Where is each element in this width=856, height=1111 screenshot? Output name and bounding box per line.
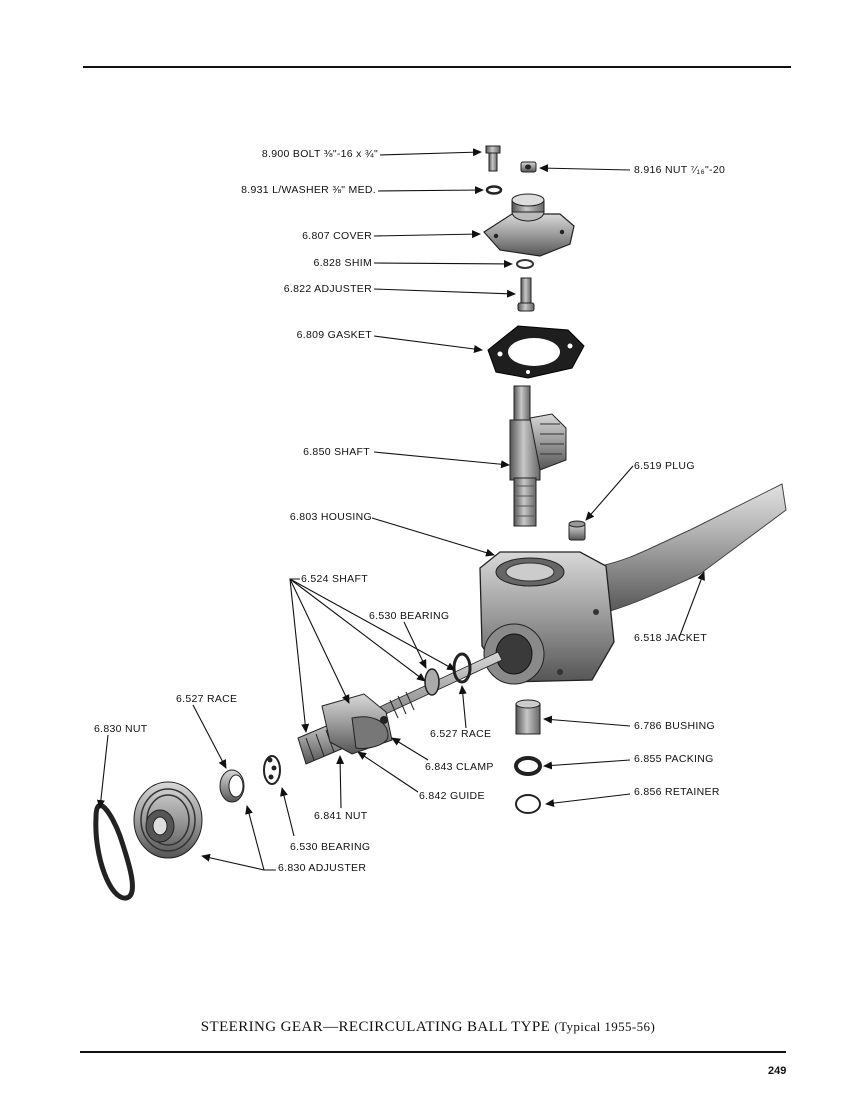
label-bushing: 6.786 BUSHING	[634, 720, 715, 732]
caption-title: STEERING GEAR—RECIRCULATING BALL TYPE	[200, 1019, 551, 1035]
caption-subtitle: (Typical 1955-56)	[554, 1019, 656, 1034]
worm-adjuster-part	[133, 781, 203, 859]
upper-bearing-part	[424, 668, 440, 696]
label-shaft-850: 6.850 SHAFT	[303, 446, 370, 458]
label-shaft-524: 6.524 SHAFT	[301, 573, 368, 585]
label-adjuster-822: 6.822 ADJUSTER	[283, 283, 372, 295]
label-bearing-lower: 6.530 BEARING	[290, 841, 371, 853]
label-lock-washer: 8.931 L/WASHER ⅜" MED.	[241, 184, 376, 196]
left-race-part	[219, 769, 245, 803]
label-shim: 6.828 SHIM	[313, 257, 372, 269]
bolt-part	[485, 145, 501, 172]
label-adjuster-830: 6.830 ADJUSTER	[278, 862, 367, 874]
lock-washer-part	[485, 185, 503, 195]
label-plug: 6.519 PLUG	[634, 460, 695, 472]
top-rule	[83, 66, 791, 68]
label-housing: 6.803 HOUSING	[289, 511, 372, 523]
label-nut-830: 6.830 NUT	[94, 723, 148, 735]
housing-part	[479, 551, 615, 685]
nut-916-part	[520, 161, 537, 173]
label-bearing-upper: 6.530 BEARING	[369, 610, 450, 622]
cover-part	[483, 193, 575, 257]
lock-nut-part	[93, 802, 135, 901]
figure-caption: STEERING GEAR—RECIRCULATING BALL TYPE (T…	[0, 1019, 856, 1036]
shim-part	[516, 259, 534, 269]
label-cover: 6.807 COVER	[302, 230, 372, 242]
label-packing: 6.855 PACKING	[634, 753, 714, 765]
gasket-part	[487, 325, 585, 379]
jacket-part	[599, 483, 787, 615]
label-jacket: 6.518 JACKET	[634, 632, 708, 644]
bottom-rule	[80, 1051, 786, 1053]
label-gasket: 6.809 GASKET	[296, 329, 372, 341]
label-nut-916: 8.916 NUT ⁷⁄₁₆"-20	[634, 164, 726, 176]
leader-lines	[96, 148, 705, 871]
label-race-right: 6.527 RACE	[430, 728, 492, 740]
label-bolt: 8.900 BOLT ⅜"-16 x ¾"	[261, 148, 378, 160]
label-nut-841: 6.841 NUT	[314, 810, 368, 822]
packing-part	[514, 756, 542, 776]
lower-bearing-part	[263, 755, 281, 785]
ball-nut-part	[321, 693, 393, 755]
retainer-part	[515, 794, 541, 814]
adjuster-822-part	[517, 277, 535, 312]
label-race-left: 6.527 RACE	[176, 693, 238, 705]
page-number: 249	[768, 1065, 787, 1077]
plug-part	[568, 520, 586, 541]
label-retainer: 6.856 RETAINER	[634, 786, 720, 798]
label-clamp: 6.843 CLAMP	[425, 761, 494, 773]
sector-shaft-part	[509, 385, 567, 527]
label-guide: 6.842 GUIDE	[419, 790, 485, 802]
bushing-part	[515, 699, 541, 735]
